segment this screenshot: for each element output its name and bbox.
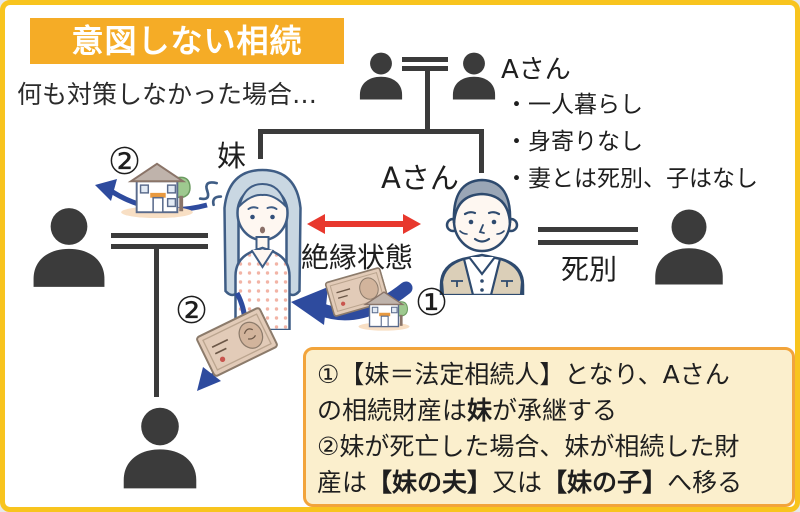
step1-assets-arrow-icon bbox=[288, 275, 413, 330]
a-san-illustration bbox=[427, 167, 537, 295]
wife-marriage-line bbox=[538, 240, 638, 245]
subtitle: 何も対策しなかった場合… bbox=[17, 80, 318, 109]
money-bill-icon bbox=[195, 306, 280, 379]
profile-bullet: ・妻とは死別、子はなし bbox=[505, 166, 758, 192]
tree-drop-asan-line bbox=[479, 129, 484, 173]
worry-squiggle-icon bbox=[197, 179, 224, 212]
sister-husband-person-icon bbox=[27, 205, 111, 290]
step2-marker: ② bbox=[175, 289, 209, 332]
parents-marriage-line bbox=[402, 57, 448, 62]
parents-marriage-line bbox=[402, 66, 448, 71]
note-line: ①【妹＝法定相続人】となり、Aさん bbox=[317, 360, 730, 389]
step2-marker: ② bbox=[108, 140, 142, 183]
husband-marriage-line bbox=[111, 233, 208, 238]
house-icon bbox=[353, 288, 415, 332]
estranged-double-arrow-icon bbox=[305, 211, 423, 237]
estranged-label: 絶縁状態 bbox=[301, 241, 414, 274]
note-line: ②妹が死亡した場合、妹が相続した財 bbox=[317, 432, 740, 461]
deceased-wife-person-icon bbox=[649, 206, 729, 288]
tree-branch-line bbox=[258, 129, 484, 134]
page-title: 意図しない相続 bbox=[30, 18, 344, 64]
sister-illustration bbox=[210, 162, 316, 330]
parent-right-person-icon bbox=[449, 51, 499, 101]
widowed-label: 死別 bbox=[561, 253, 618, 286]
profile-name: Aさん bbox=[501, 55, 571, 85]
explanation-note: ①【妹＝法定相続人】となり、Aさん の相続財産は妹が承継する ②妹が死亡した場合… bbox=[303, 347, 795, 507]
profile-bullet-list: ・一人暮らし ・身寄りなし ・妻とは死別、子はなし bbox=[505, 87, 758, 198]
tree-drop-sister-line bbox=[258, 129, 263, 159]
child-descent-line bbox=[154, 249, 159, 397]
tree-stem-line bbox=[425, 71, 430, 131]
note-line: 産は【妹の夫】又は【妹の子】へ移る bbox=[317, 468, 743, 497]
husband-marriage-line bbox=[111, 244, 208, 249]
profile-bullet: ・身寄りなし bbox=[505, 129, 643, 155]
sister-child-person-icon bbox=[117, 405, 203, 491]
parent-left-person-icon bbox=[356, 51, 406, 101]
note-line: の相続財産は妹が承継する bbox=[317, 396, 618, 425]
step1-marker: ① bbox=[415, 281, 449, 324]
sister-label: 妹 bbox=[217, 139, 247, 173]
a-san-tree-label: Aさん bbox=[381, 161, 459, 195]
wife-marriage-line bbox=[538, 227, 638, 232]
house-icon bbox=[113, 159, 201, 219]
profile-bullet: ・一人暮らし bbox=[505, 92, 643, 118]
